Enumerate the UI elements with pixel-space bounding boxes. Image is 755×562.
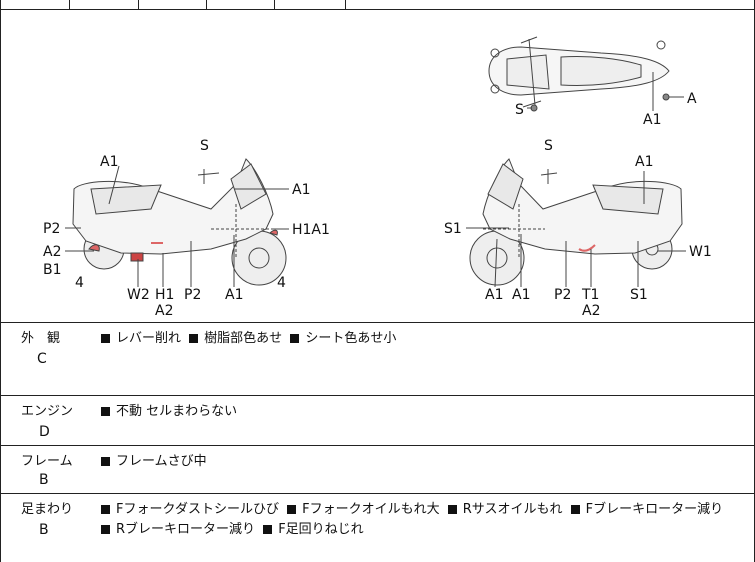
row-category: フレーム [21,454,73,469]
label-right-a1-bottom-2: A1 [512,287,530,303]
label-right-a2: A2 [582,303,600,319]
label-right-a1-bottom-1: A1 [485,287,503,303]
label-left-p2-bottom: P2 [184,287,201,303]
scooter-left-view [65,158,289,287]
condition-row-exterior: 外 観 C レバー削れ 樹脂部色あせ シート色あせ小 [0,322,755,396]
scooter-right-view [466,158,686,288]
condition-row-suspension: 足まわり B Fフォークダストシールひび Fフォークオイルもれ大 Rサスオイルも… [0,493,755,562]
condition-item: Rブレーキローター減り [101,522,255,537]
table-divider [138,0,139,9]
row-grade: B [39,522,49,538]
condition-row-frame: フレーム B フレームさび中 [0,445,755,494]
row-grade: B [39,472,49,488]
label-right-s: S [544,138,553,154]
label-left-h1: H1 [155,287,174,303]
condition-item: 樹脂部色あせ [189,331,282,346]
condition-row-engine: エンジン D 不動 セルまわらない [0,395,755,446]
row-grade: C [37,351,47,367]
label-right-a1-top: A1 [635,154,653,170]
label-right-s1: S1 [444,221,462,237]
label-left-a2: A2 [43,244,61,260]
table-divider [274,0,275,9]
condition-item: 不動 セルまわらない [101,404,237,419]
condition-item: レバー削れ [101,331,181,346]
label-top-s: S [515,102,524,118]
label-left-a1-top: A1 [100,154,118,170]
label-right-t1: T1 [581,287,599,303]
label-left-a1-right: A1 [292,182,310,198]
label-left-w2: W2 [127,287,150,303]
label-right-p2: P2 [554,287,571,303]
condition-item: Fブレーキローター減り [570,502,723,517]
condition-item: F足回りねじれ [263,522,364,537]
row-grade: D [39,424,50,440]
label-left-a2-bottom: A2 [155,303,173,319]
damage-diagram: S A A1 S A1 A1 H1A1 P2 A2 B1 4 W2 H1 P2 … [0,9,755,322]
table-divider [206,0,207,9]
row-items: レバー削れ 樹脂部色あせ シート色あせ小 [101,329,741,349]
condition-item: フレームさび中 [101,454,207,469]
label-left-b1: B1 [43,262,62,278]
row-category: エンジン [21,404,74,419]
label-right-w1: W1 [689,244,712,260]
condition-item: シート色あせ小 [290,331,396,346]
label-top-a1: A1 [643,112,661,128]
label-right-s1-bottom: S1 [630,287,648,303]
condition-item: Fフォークダストシールひび [101,502,279,517]
label-left-p2: P2 [43,221,60,237]
label-top-a: A [687,91,697,107]
table-divider [345,0,346,9]
row-items: Fフォークダストシールひび Fフォークオイルもれ大 Rサスオイルもれ Fブレーキ… [101,500,741,540]
condition-item: Fフォークオイルもれ大 [287,502,440,517]
condition-item: Rサスオイルもれ [447,502,563,517]
row-items: フレームさび中 [101,452,741,472]
label-left-s: S [200,138,209,154]
scooter-top-view [488,36,684,112]
label-left-4a: 4 [75,275,84,291]
label-left-a1-bottom: A1 [225,287,243,303]
scooter-diagram-svg: S A A1 S A1 A1 H1A1 P2 A2 B1 4 W2 H1 P2 … [43,36,712,319]
table-divider [69,0,70,9]
label-left-4b: 4 [277,275,286,291]
label-left-h1a1: H1A1 [292,222,330,238]
row-category: 足まわり [21,502,74,517]
row-category: 外 観 [21,331,61,346]
row-items: 不動 セルまわらない [101,402,741,422]
